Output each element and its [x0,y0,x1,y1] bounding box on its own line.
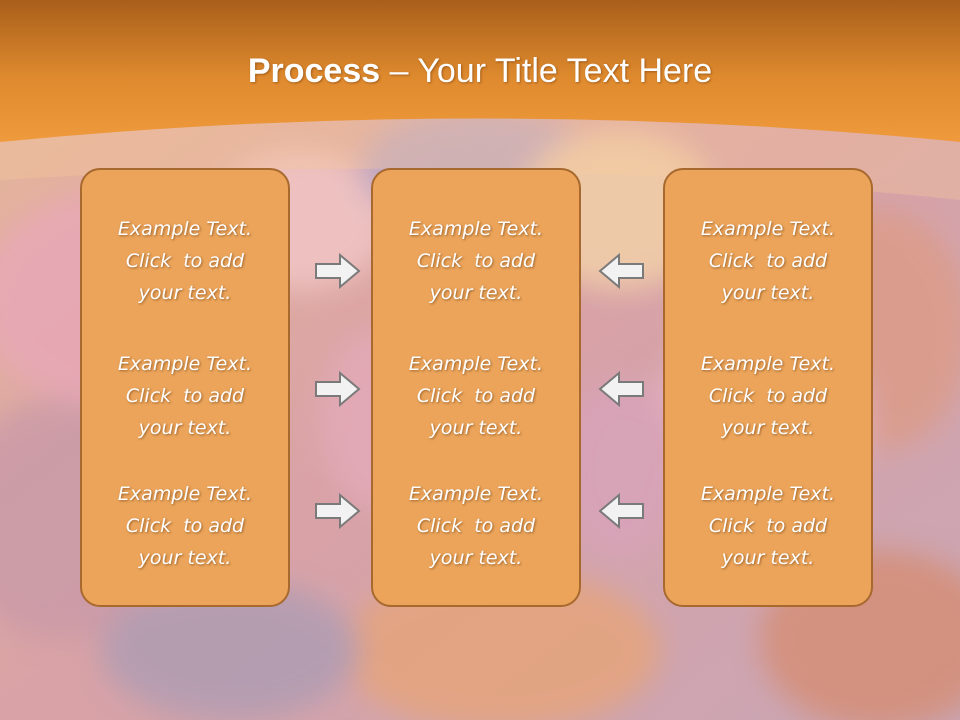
text-block[interactable]: Example Text. Click to add your text. [82,213,288,309]
text-line: your text. [138,547,232,569]
text-block[interactable]: Example Text. Click to add your text. [665,348,871,444]
text-line: Click to add [416,250,536,272]
text-line: Click to add [416,515,536,537]
title-rest: – Your Title Text Here [380,52,713,90]
text-block[interactable]: Example Text. Click to add your text. [373,213,579,309]
text-line: Click to add [708,515,828,537]
text-line: Example Text. [408,483,544,505]
text-line: Example Text. [700,483,836,505]
text-line: your text. [138,417,232,439]
text-line: your text. [721,282,815,304]
arrow-left-icon [598,252,644,290]
arrow-left-icon [598,370,644,408]
text-block[interactable]: Example Text. Click to add your text. [373,348,579,444]
text-line: Click to add [708,385,828,407]
text-line: Example Text. [700,353,836,375]
text-block[interactable]: Example Text. Click to add your text. [373,478,579,574]
text-line: your text. [429,282,523,304]
text-line: Click to add [708,250,828,272]
title-bold: Process [247,52,381,90]
text-line: Example Text. [117,353,253,375]
text-block[interactable]: Example Text. Click to add your text. [665,478,871,574]
process-box-right[interactable]: Example Text. Click to add your text. Ex… [663,168,873,607]
arrow-right-icon [315,370,361,408]
text-line: Example Text. [117,218,253,240]
text-line: Click to add [125,515,245,537]
text-line: your text. [138,282,232,304]
arrow-right-icon [315,492,361,530]
slide-title[interactable]: Process – Your Title Text Here [0,52,960,91]
arrow-left-icon [598,492,644,530]
text-block[interactable]: Example Text. Click to add your text. [665,213,871,309]
text-line: Click to add [125,385,245,407]
text-block[interactable]: Example Text. Click to add your text. [82,478,288,574]
text-line: your text. [429,417,523,439]
text-line: Click to add [416,385,536,407]
text-line: Example Text. [117,483,253,505]
text-line: your text. [721,417,815,439]
text-line: Click to add [125,250,245,272]
arrow-right-icon [315,252,361,290]
text-block[interactable]: Example Text. Click to add your text. [82,348,288,444]
text-line: Example Text. [408,218,544,240]
process-box-left[interactable]: Example Text. Click to add your text. Ex… [80,168,290,607]
text-line: your text. [429,547,523,569]
text-line: Example Text. [700,218,836,240]
process-box-center[interactable]: Example Text. Click to add your text. Ex… [371,168,581,607]
text-line: your text. [721,547,815,569]
text-line: Example Text. [408,353,544,375]
